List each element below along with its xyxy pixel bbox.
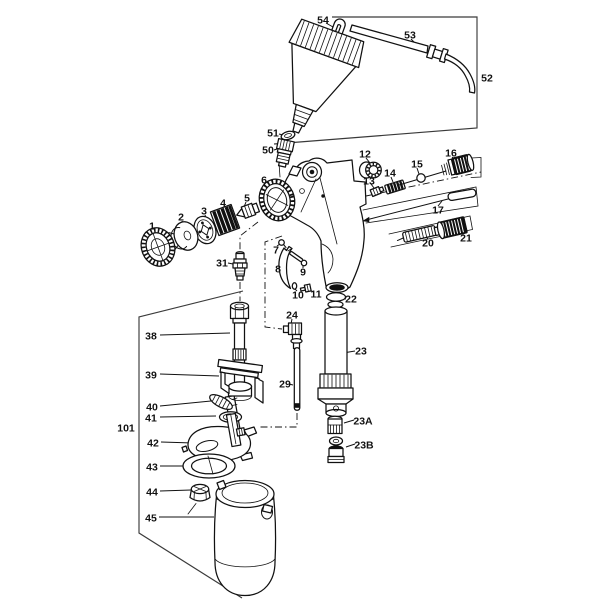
label-17: 17 <box>432 205 444 217</box>
retainer-part-2 <box>168 221 199 251</box>
label-39: 39 <box>145 370 157 382</box>
label-38: 38 <box>145 331 157 343</box>
nozzle-part-5 <box>236 202 261 219</box>
label-40: 40 <box>146 402 158 414</box>
label-52: 52 <box>481 73 493 85</box>
label-10: 10 <box>292 290 304 302</box>
label-24: 24 <box>286 310 298 322</box>
label-23a: 23A <box>353 416 373 428</box>
baffle-part-4 <box>209 203 241 237</box>
label-54: 54 <box>317 15 329 27</box>
hose-part-52 <box>443 53 476 94</box>
spring-part-14 <box>384 179 406 195</box>
part-labels: 1 2 3 4 5 6 7 8 9 10 11 12 13 14 15 16 1… <box>117 15 493 525</box>
adjuster-part-16 <box>441 153 475 176</box>
label-22: 22 <box>345 294 357 306</box>
valve-part-31 <box>232 251 248 281</box>
label-14: 14 <box>384 168 396 180</box>
label-31: 31 <box>216 258 228 270</box>
label-51: 51 <box>267 128 279 140</box>
axis-lines <box>239 171 482 428</box>
label-11: 11 <box>310 289 321 301</box>
retaining-ring-part-6 <box>258 178 296 222</box>
screw-part-7 <box>278 239 287 248</box>
label-7: 7 <box>273 245 279 257</box>
tube-part-23 <box>317 306 354 418</box>
packing-nut-part-12 <box>358 161 382 179</box>
screw-part-11 <box>299 283 312 293</box>
label-20: 20 <box>422 238 434 250</box>
label-42: 42 <box>147 438 159 450</box>
gasket-part-43 <box>182 453 236 479</box>
label-41: 41 <box>145 413 157 425</box>
cup-part-45 <box>213 479 277 597</box>
check-valve-part-23b <box>327 436 345 464</box>
label-21: 21 <box>460 233 472 245</box>
elbow-part-24 <box>282 322 303 353</box>
clamp-part-39 <box>217 358 264 404</box>
gun-body <box>279 157 367 293</box>
label-3: 3 <box>201 206 207 218</box>
label-2: 2 <box>178 212 184 224</box>
label-4: 4 <box>220 198 226 210</box>
rod-part-29 <box>293 347 301 411</box>
trigger-part-8 <box>278 245 293 290</box>
label-15: 15 <box>411 159 423 171</box>
air-cap-part-1 <box>140 227 176 267</box>
packing-part-13 <box>369 186 385 198</box>
lid-part-42 <box>181 412 258 462</box>
label-12: 12 <box>359 149 371 161</box>
paint-cup-part-54 <box>288 18 365 134</box>
needle-part-17 <box>362 188 477 223</box>
label-13: 13 <box>363 176 375 188</box>
gasket-part-51 <box>280 130 296 141</box>
filter-part-23a <box>327 415 343 435</box>
fluid-tube-part-53 <box>349 24 449 64</box>
label-16: 16 <box>445 148 457 160</box>
orings-part-22 <box>325 292 347 309</box>
label-5: 5 <box>244 193 250 205</box>
label-23b: 23B <box>354 440 374 452</box>
group-brackets <box>362 157 482 248</box>
nut-part-44 <box>187 483 211 515</box>
knob-part-21 <box>433 216 468 240</box>
label-29: 29 <box>279 379 291 391</box>
label-45: 45 <box>145 513 157 525</box>
label-101: 101 <box>117 423 135 435</box>
group-101-bracket <box>138 290 244 599</box>
label-50: 50 <box>262 145 274 157</box>
pin-part-9 <box>287 248 308 267</box>
label-53: 53 <box>404 30 416 42</box>
label-23: 23 <box>355 346 367 358</box>
label-43: 43 <box>146 462 158 474</box>
distributor-part-3 <box>193 215 217 245</box>
vent-tube <box>331 18 346 35</box>
label-6: 6 <box>261 175 267 187</box>
label-8: 8 <box>275 264 281 276</box>
wing-nut-part-40 <box>209 394 238 410</box>
label-9: 9 <box>300 267 306 279</box>
oring-part-10 <box>291 282 298 290</box>
needle-part-15 <box>398 170 447 186</box>
label-1: 1 <box>149 221 155 233</box>
assembly-frame <box>273 16 478 145</box>
label-44: 44 <box>146 487 158 499</box>
connector-part-50 <box>275 137 295 168</box>
